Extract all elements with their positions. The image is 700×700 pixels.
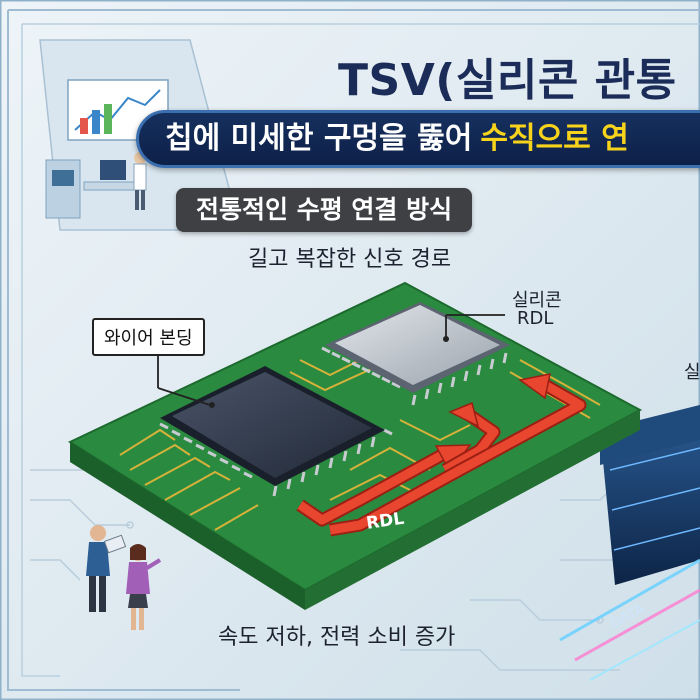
people-icon <box>86 525 162 630</box>
page-title: TSV(실리콘 관통 <box>338 55 677 106</box>
frame-corner-line <box>7 9 700 691</box>
banner-text-white: 칩에 미세한 구멍을 뚫어 <box>165 121 473 156</box>
section-description: 길고 복잡한 신호 경로 <box>248 247 452 272</box>
rdl-signal-arrow <box>296 373 587 537</box>
right-partial-label: 실 <box>684 362 700 383</box>
silicon-chip-light <box>321 302 510 406</box>
silicon-rdl-label-line1: 실리콘 <box>512 290 562 311</box>
silicon-chip-dark <box>159 366 393 497</box>
silicon-rdl-label-line2: RDL <box>517 308 554 329</box>
section-heading: 전통적인 수평 연결 방식 <box>176 188 473 232</box>
stacked-chip-icon <box>559 405 700 681</box>
wire-bonding-label: 와이어 본딩 <box>92 318 205 356</box>
footer-caption: 속도 저하, 전력 소비 증가 <box>218 625 456 650</box>
banner-text-yellow: 수직으로 연 <box>480 121 629 156</box>
